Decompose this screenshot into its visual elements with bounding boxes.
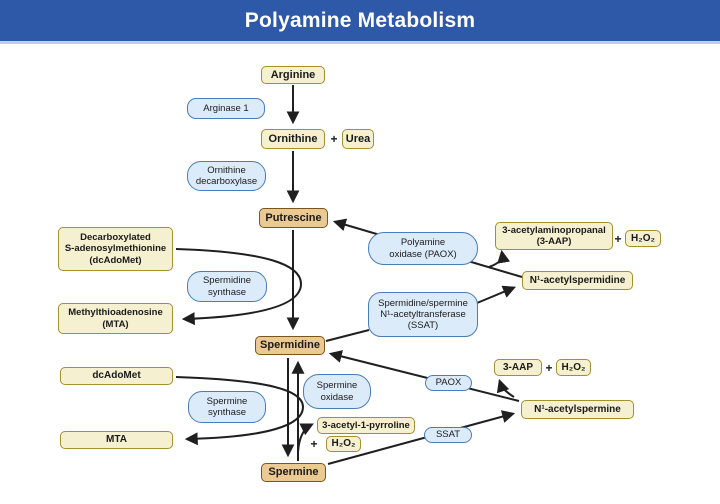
node-putrescine: Putrescine xyxy=(259,208,328,228)
node-n1-acetylspermidine: N¹-acetylspermidine xyxy=(522,271,633,290)
arrow-branch-3aap-bottom xyxy=(496,378,515,398)
node-h2o2-top: H₂O₂ xyxy=(625,230,661,247)
node-arginine: Arginine xyxy=(261,66,325,84)
node-mta-full: Methylthioadenosine (MTA) xyxy=(58,303,173,334)
page-title: Polyamine Metabolism xyxy=(244,8,476,32)
enzyme-ornithine-decarboxylase: Ornithine decarboxylase xyxy=(187,161,266,191)
node-dcadomet-full: Decarboxylated S-adenosylmethionine (dcA… xyxy=(58,227,173,271)
line-spermidine-ssat xyxy=(325,329,370,342)
title-banner: Polyamine Metabolism xyxy=(0,0,720,44)
enzyme-spermine-synthase: Spermine synthase xyxy=(188,391,266,423)
node-dcadomet: dcAdoMet xyxy=(60,367,173,385)
node-n1-acetylspermine: N¹-acetylspermine xyxy=(521,400,634,419)
arrow-ssat-acetylspermidine xyxy=(476,285,516,304)
enzyme-polyamine-oxidase: Polyamine oxidase (PAOX) xyxy=(368,232,478,265)
node-h2o2-right: H₂O₂ xyxy=(556,359,591,376)
arrow-dcadomet-mta-upper xyxy=(175,248,303,326)
enzyme-ssat-pill: SSAT xyxy=(424,427,472,443)
node-3-acetylaminopropanal: 3-acetylaminopropanal (3-AAP) xyxy=(495,222,613,250)
node-3-acetyl-1-pyrroline: 3-acetyl-1-pyrroline xyxy=(317,417,415,434)
plus-aap-h2o2-top: + xyxy=(614,231,622,246)
enzyme-arginase-1: Arginase 1 xyxy=(187,98,265,119)
node-3-aap: 3-AAP xyxy=(494,359,542,376)
node-ornithine: Ornithine xyxy=(261,129,325,149)
enzyme-ssat-full: Spermidine/spermine N¹-acetyltransferase… xyxy=(368,292,478,337)
plus-ornithine-urea: + xyxy=(330,132,338,146)
arrow-spermine-acetylspermine xyxy=(327,410,516,465)
node-urea: Urea xyxy=(342,129,374,149)
enzyme-spermine-oxidase: Spermine oxidase xyxy=(303,374,371,409)
plus-aap-h2o2-right: + xyxy=(545,360,553,375)
node-spermidine: Spermidine xyxy=(255,336,325,355)
node-mta: MTA xyxy=(60,431,173,449)
enzyme-paox-pill: PAOX xyxy=(425,375,472,391)
arrow-smox-pyrroline xyxy=(297,423,314,453)
arrow-dcadomet-mta-lower xyxy=(175,376,305,446)
node-spermine: Spermine xyxy=(261,463,326,482)
plus-pyrroline-h2o2: + xyxy=(310,437,318,451)
arrow-branch-3aap-top xyxy=(488,249,511,268)
enzyme-spermidine-synthase: Spermidine synthase xyxy=(187,271,267,302)
node-h2o2-bottom: H₂O₂ xyxy=(326,436,361,452)
